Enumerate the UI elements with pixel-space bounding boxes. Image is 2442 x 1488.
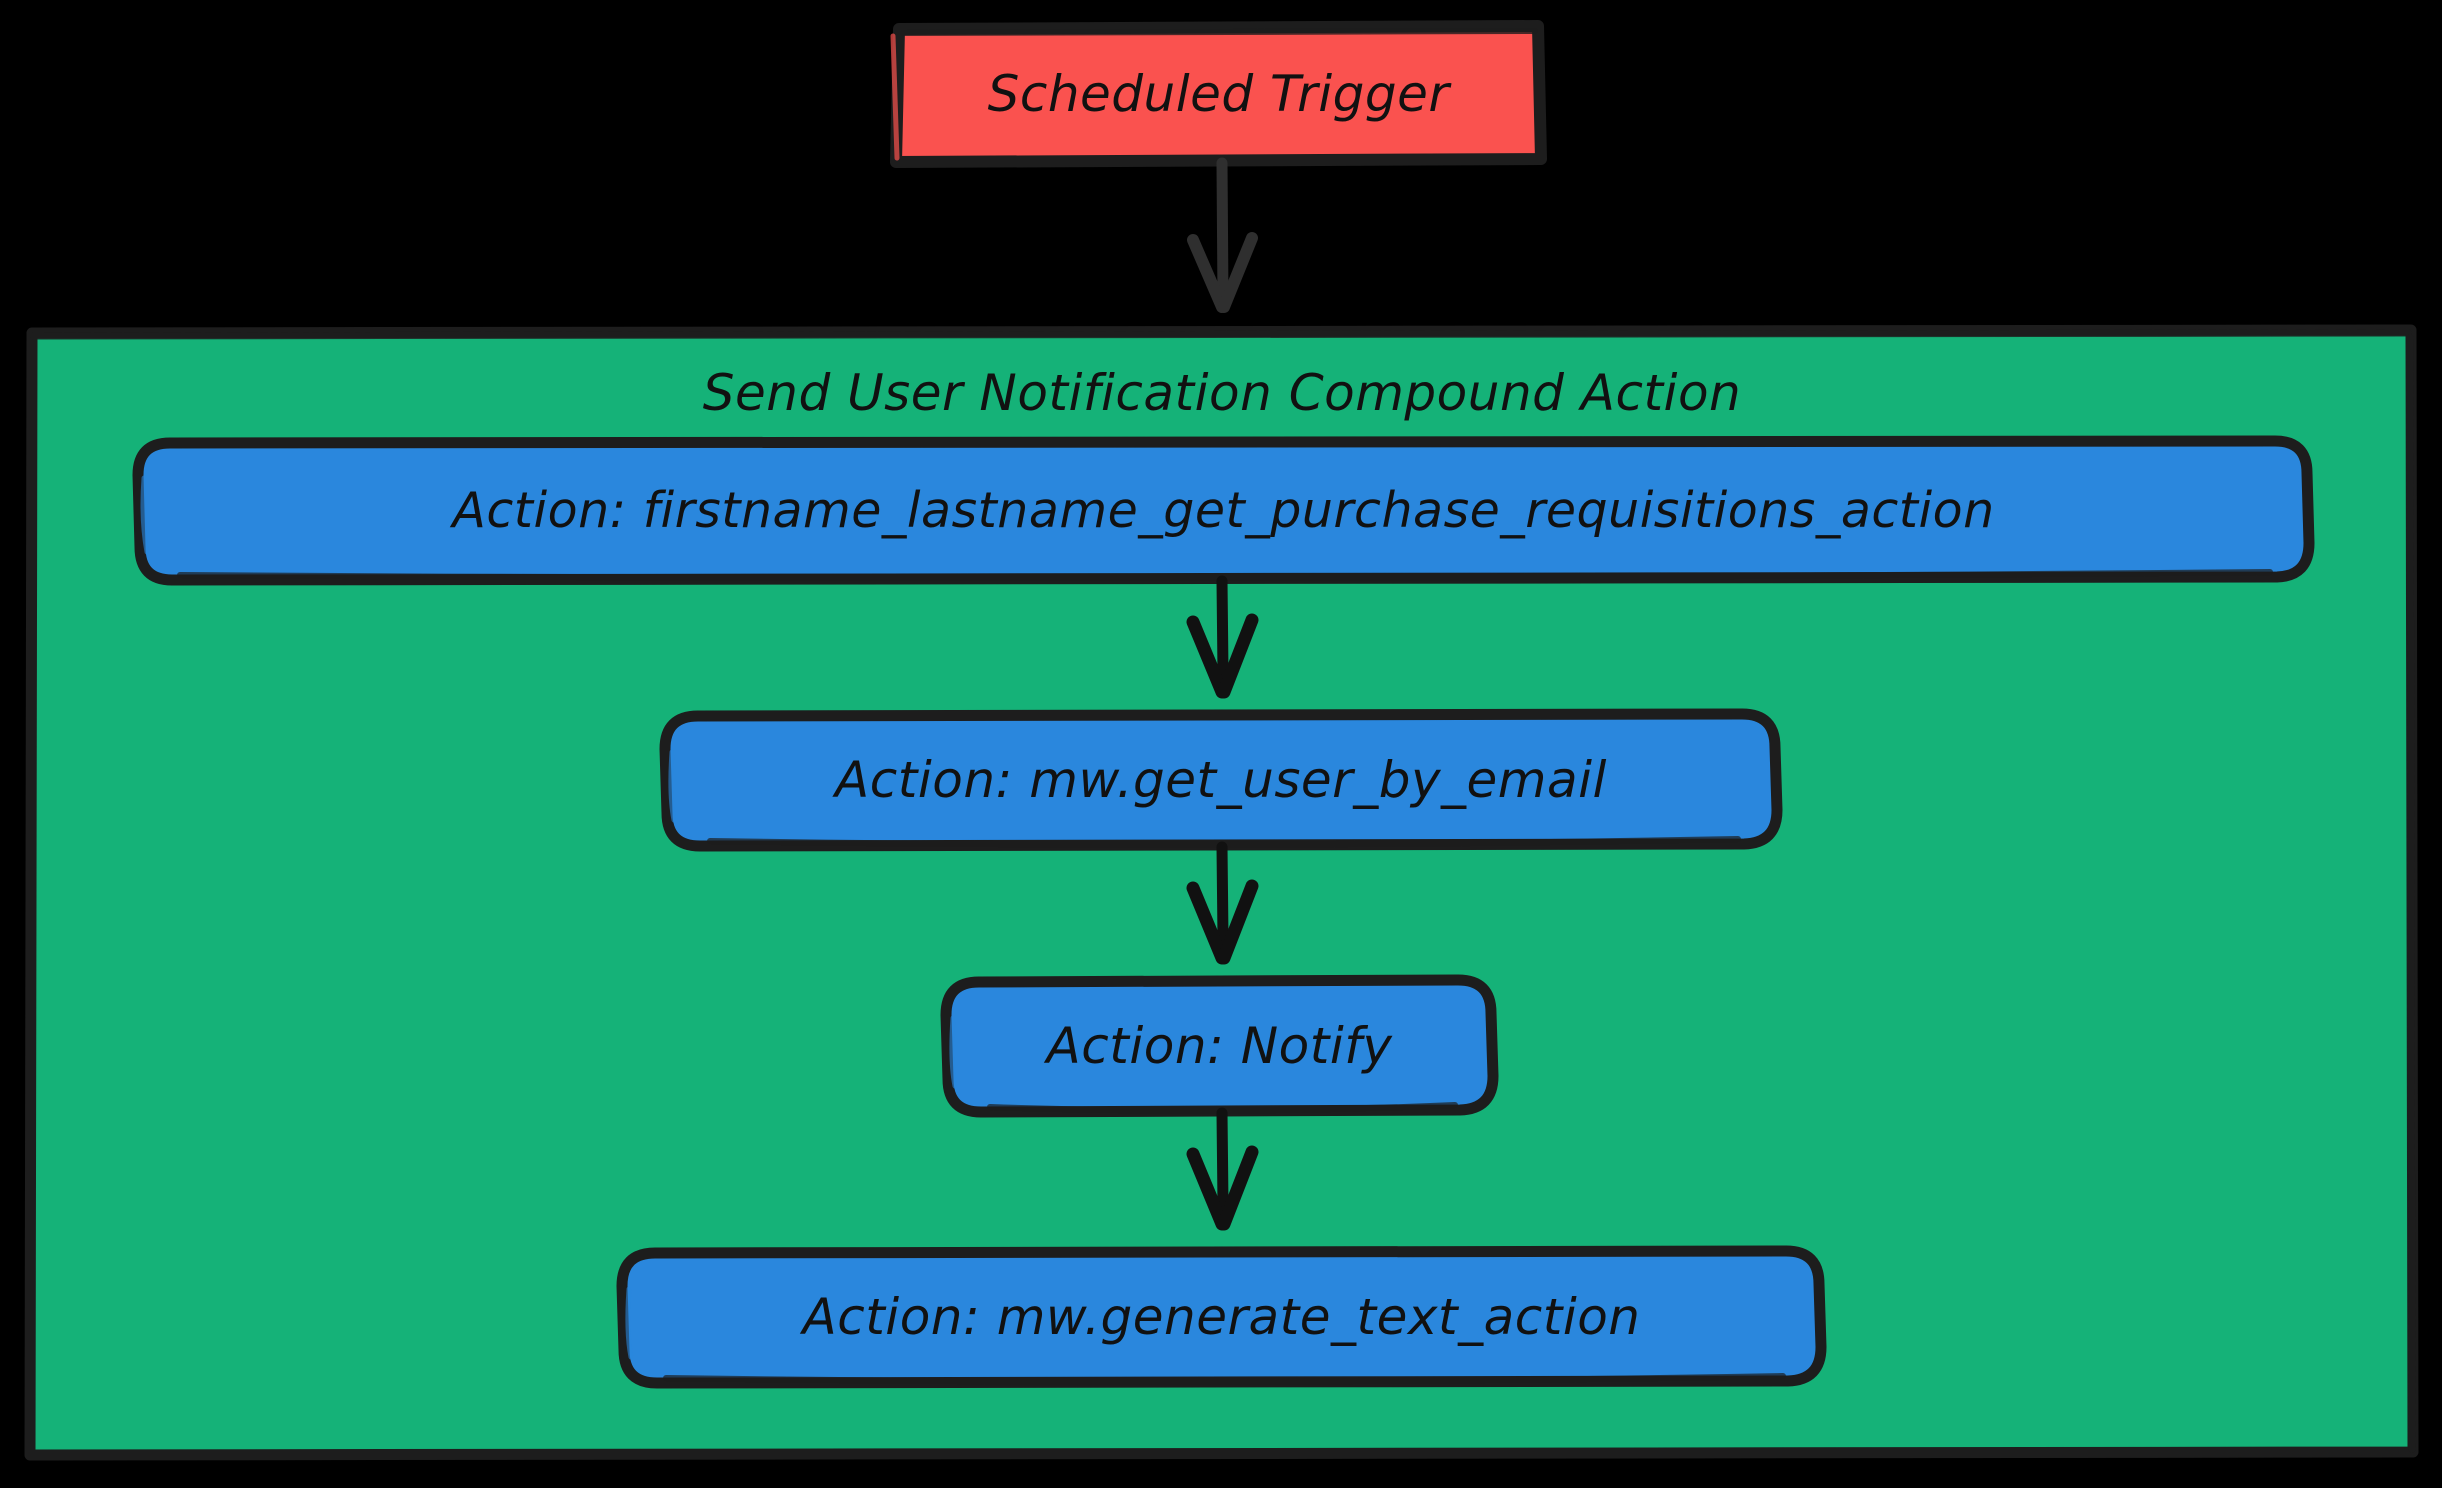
edge-trigger-to-subgraph-arrow — [1187, 157, 1258, 313]
action-generate-text-shape[interactable] — [616, 1245, 1827, 1389]
edge-notify-to-generate-text-arrow — [1186, 1107, 1259, 1231]
scheduled-trigger-shape[interactable] — [890, 20, 1547, 168]
action-get-user-by-email-node[interactable] — [665, 714, 1777, 846]
action-get-purchase-requisitions-shape[interactable] — [132, 435, 2315, 586]
scheduled-trigger-node[interactable] — [896, 26, 1541, 162]
edge-requisitions-to-user-arrow — [1186, 575, 1259, 699]
action-get-purchase-requisitions-node[interactable] — [138, 441, 2309, 580]
action-notify-node[interactable] — [946, 980, 1493, 1112]
action-notify-shape[interactable] — [940, 974, 1499, 1118]
action-generate-text-node[interactable] — [622, 1251, 1821, 1383]
edge-user-to-notify-arrow — [1186, 841, 1259, 965]
